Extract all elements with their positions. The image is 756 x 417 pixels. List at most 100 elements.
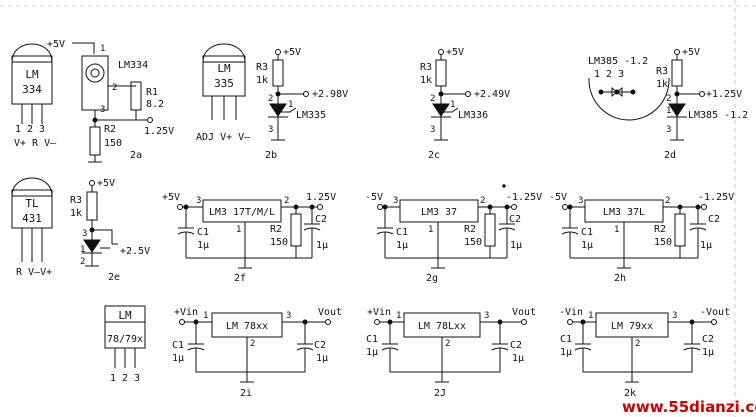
output-label: +2.98V (312, 89, 348, 100)
circuit-2c: +5V R3 1k +2.49V 2 1 LM336 3 2c (420, 47, 510, 161)
c1-label: C1 (560, 334, 572, 345)
r2-value: 150 (464, 237, 482, 248)
pin-label: 1 (288, 100, 293, 110)
circuit-tag: 2d (664, 150, 676, 161)
r2-value: 150 (270, 237, 288, 248)
output-label: +2.5V (120, 246, 150, 257)
ic-label: LM3 17T/M/L (209, 207, 275, 218)
package-name: TL (25, 197, 39, 210)
supply-label: +5V (446, 47, 464, 58)
c1-value: 1μ (197, 240, 209, 251)
package-pin-numbers: 1 2 3 (110, 373, 140, 384)
pin-label: 1 (236, 225, 241, 235)
output-terminal (303, 91, 309, 97)
circuit-2i: +Vin 1 LM 78xx 3 Vout C1 1μ 2 C2 1μ 2i (172, 307, 342, 399)
package-to92-lm335: LM 335 ADJ V+ V— (196, 43, 251, 143)
c2-value: 1μ (510, 240, 522, 251)
current-source-symbol (85, 63, 105, 83)
resistor-r3 (671, 59, 683, 87)
input-terminal (374, 319, 380, 325)
r2-label: R2 (270, 224, 282, 235)
package-number: 335 (214, 77, 234, 90)
package-pin-numbers: 1 2 3 (15, 124, 45, 135)
circuit-tag: 2e (108, 272, 120, 283)
pin-label: 1 (428, 225, 433, 235)
output-terminal (699, 91, 705, 97)
r2-label: R2 (104, 124, 116, 135)
input-terminal (179, 319, 185, 325)
output-label: -Vout (700, 307, 730, 318)
supply-terminal (275, 49, 281, 55)
resistor-r3 (272, 59, 284, 87)
pin-label: 3 (286, 311, 291, 321)
input-label: +5V (162, 192, 180, 203)
ic-label: LM336 (458, 110, 488, 121)
c2-label: C2 (509, 214, 521, 225)
ic-label: LM385 -1.2 (688, 110, 748, 121)
pin-label: 3 (82, 229, 87, 239)
resistor-r3 (86, 191, 98, 221)
c2-label: C2 (314, 340, 326, 351)
pin-label: 1 (396, 311, 401, 321)
r3-value: 1k (70, 208, 82, 219)
r3-label: R3 (656, 66, 668, 77)
pin-label: 3 (100, 105, 105, 115)
r3-label: R3 (256, 62, 268, 73)
circuit-2a: LM 334 1 2 3 V+ R V— +5V 1 LM334 2 R1 8.… (11, 39, 174, 163)
r3-label: R3 (420, 62, 432, 73)
pin-label: 3 (196, 196, 201, 206)
c1-label: C1 (172, 340, 184, 351)
c2-label: C2 (708, 214, 720, 225)
pin-label: 1 (614, 225, 619, 235)
input-terminal (562, 204, 568, 210)
input-terminal (377, 204, 383, 210)
circuit-2e: TL 431 R V—V+ +5V R3 1k +2.5V 3 1 2 2e (11, 177, 150, 283)
output-label: +1.25V (706, 89, 742, 100)
circuit-tag: 2b (265, 150, 277, 161)
output-label: Vout (318, 307, 342, 318)
resistor-r2 (290, 213, 302, 247)
package-pin-numbers: 1 2 3 (594, 69, 624, 80)
output-terminal (511, 204, 517, 210)
r2-label: R2 (464, 224, 476, 235)
c1-label: C1 (197, 227, 209, 238)
input-terminal (177, 204, 183, 210)
r3-value: 1k (256, 75, 268, 86)
resistor-r3 (435, 59, 447, 87)
resistor-r2 (89, 126, 101, 156)
circuit-tag: 2k (624, 388, 636, 399)
circuit-2d: LM385 -1.2 1 2 3 +5V R3 1k +1.25V 2 1 LM… (588, 47, 748, 161)
c2-value: 1μ (316, 353, 328, 364)
circuit-2h: -5V 3 LM3 37L 2 -1.25V C1 1μ 1 R2 150 C2… (549, 192, 734, 284)
ic-label: LM 78xx (226, 321, 268, 332)
pin-label: 2 (268, 94, 273, 104)
package-to92-tl431: TL 431 R V—V+ (11, 177, 53, 278)
output-label: -1.25V (506, 192, 542, 203)
c1-value: 1μ (560, 347, 572, 358)
pin-label: 3 (666, 125, 671, 135)
package-number: 334 (22, 83, 42, 96)
c2-value: 1μ (700, 240, 712, 251)
package-name: LM (118, 309, 132, 322)
output-terminal (465, 91, 471, 97)
package-pin-functions: ADJ V+ V— (196, 132, 251, 143)
output-terminal (147, 117, 153, 123)
pin-label: 2 (480, 196, 485, 206)
ic-label: LM3 37 (421, 207, 457, 218)
c1-label: C1 (396, 227, 408, 238)
r2-value: 150 (654, 237, 672, 248)
watermark: www.55dianzi.com (622, 398, 756, 416)
package-to92-lm334: LM 334 1 2 3 V+ R V— (11, 43, 57, 149)
circuit-2j: +Vin 1 LM 78Lxx 3 Vout C1 1μ 2 C2 1μ 2J (366, 307, 536, 399)
zener-diode-lm336 (432, 103, 450, 117)
r1-value: 8.2 (146, 99, 164, 110)
r1-label: R1 (146, 87, 158, 98)
c1-value: 1μ (581, 240, 593, 251)
c2-value: 1μ (316, 240, 328, 251)
pin-label: 2 (445, 339, 450, 349)
supply-label: +5V (47, 39, 65, 50)
output-terminal (521, 319, 527, 325)
c2-label: C2 (315, 214, 327, 225)
